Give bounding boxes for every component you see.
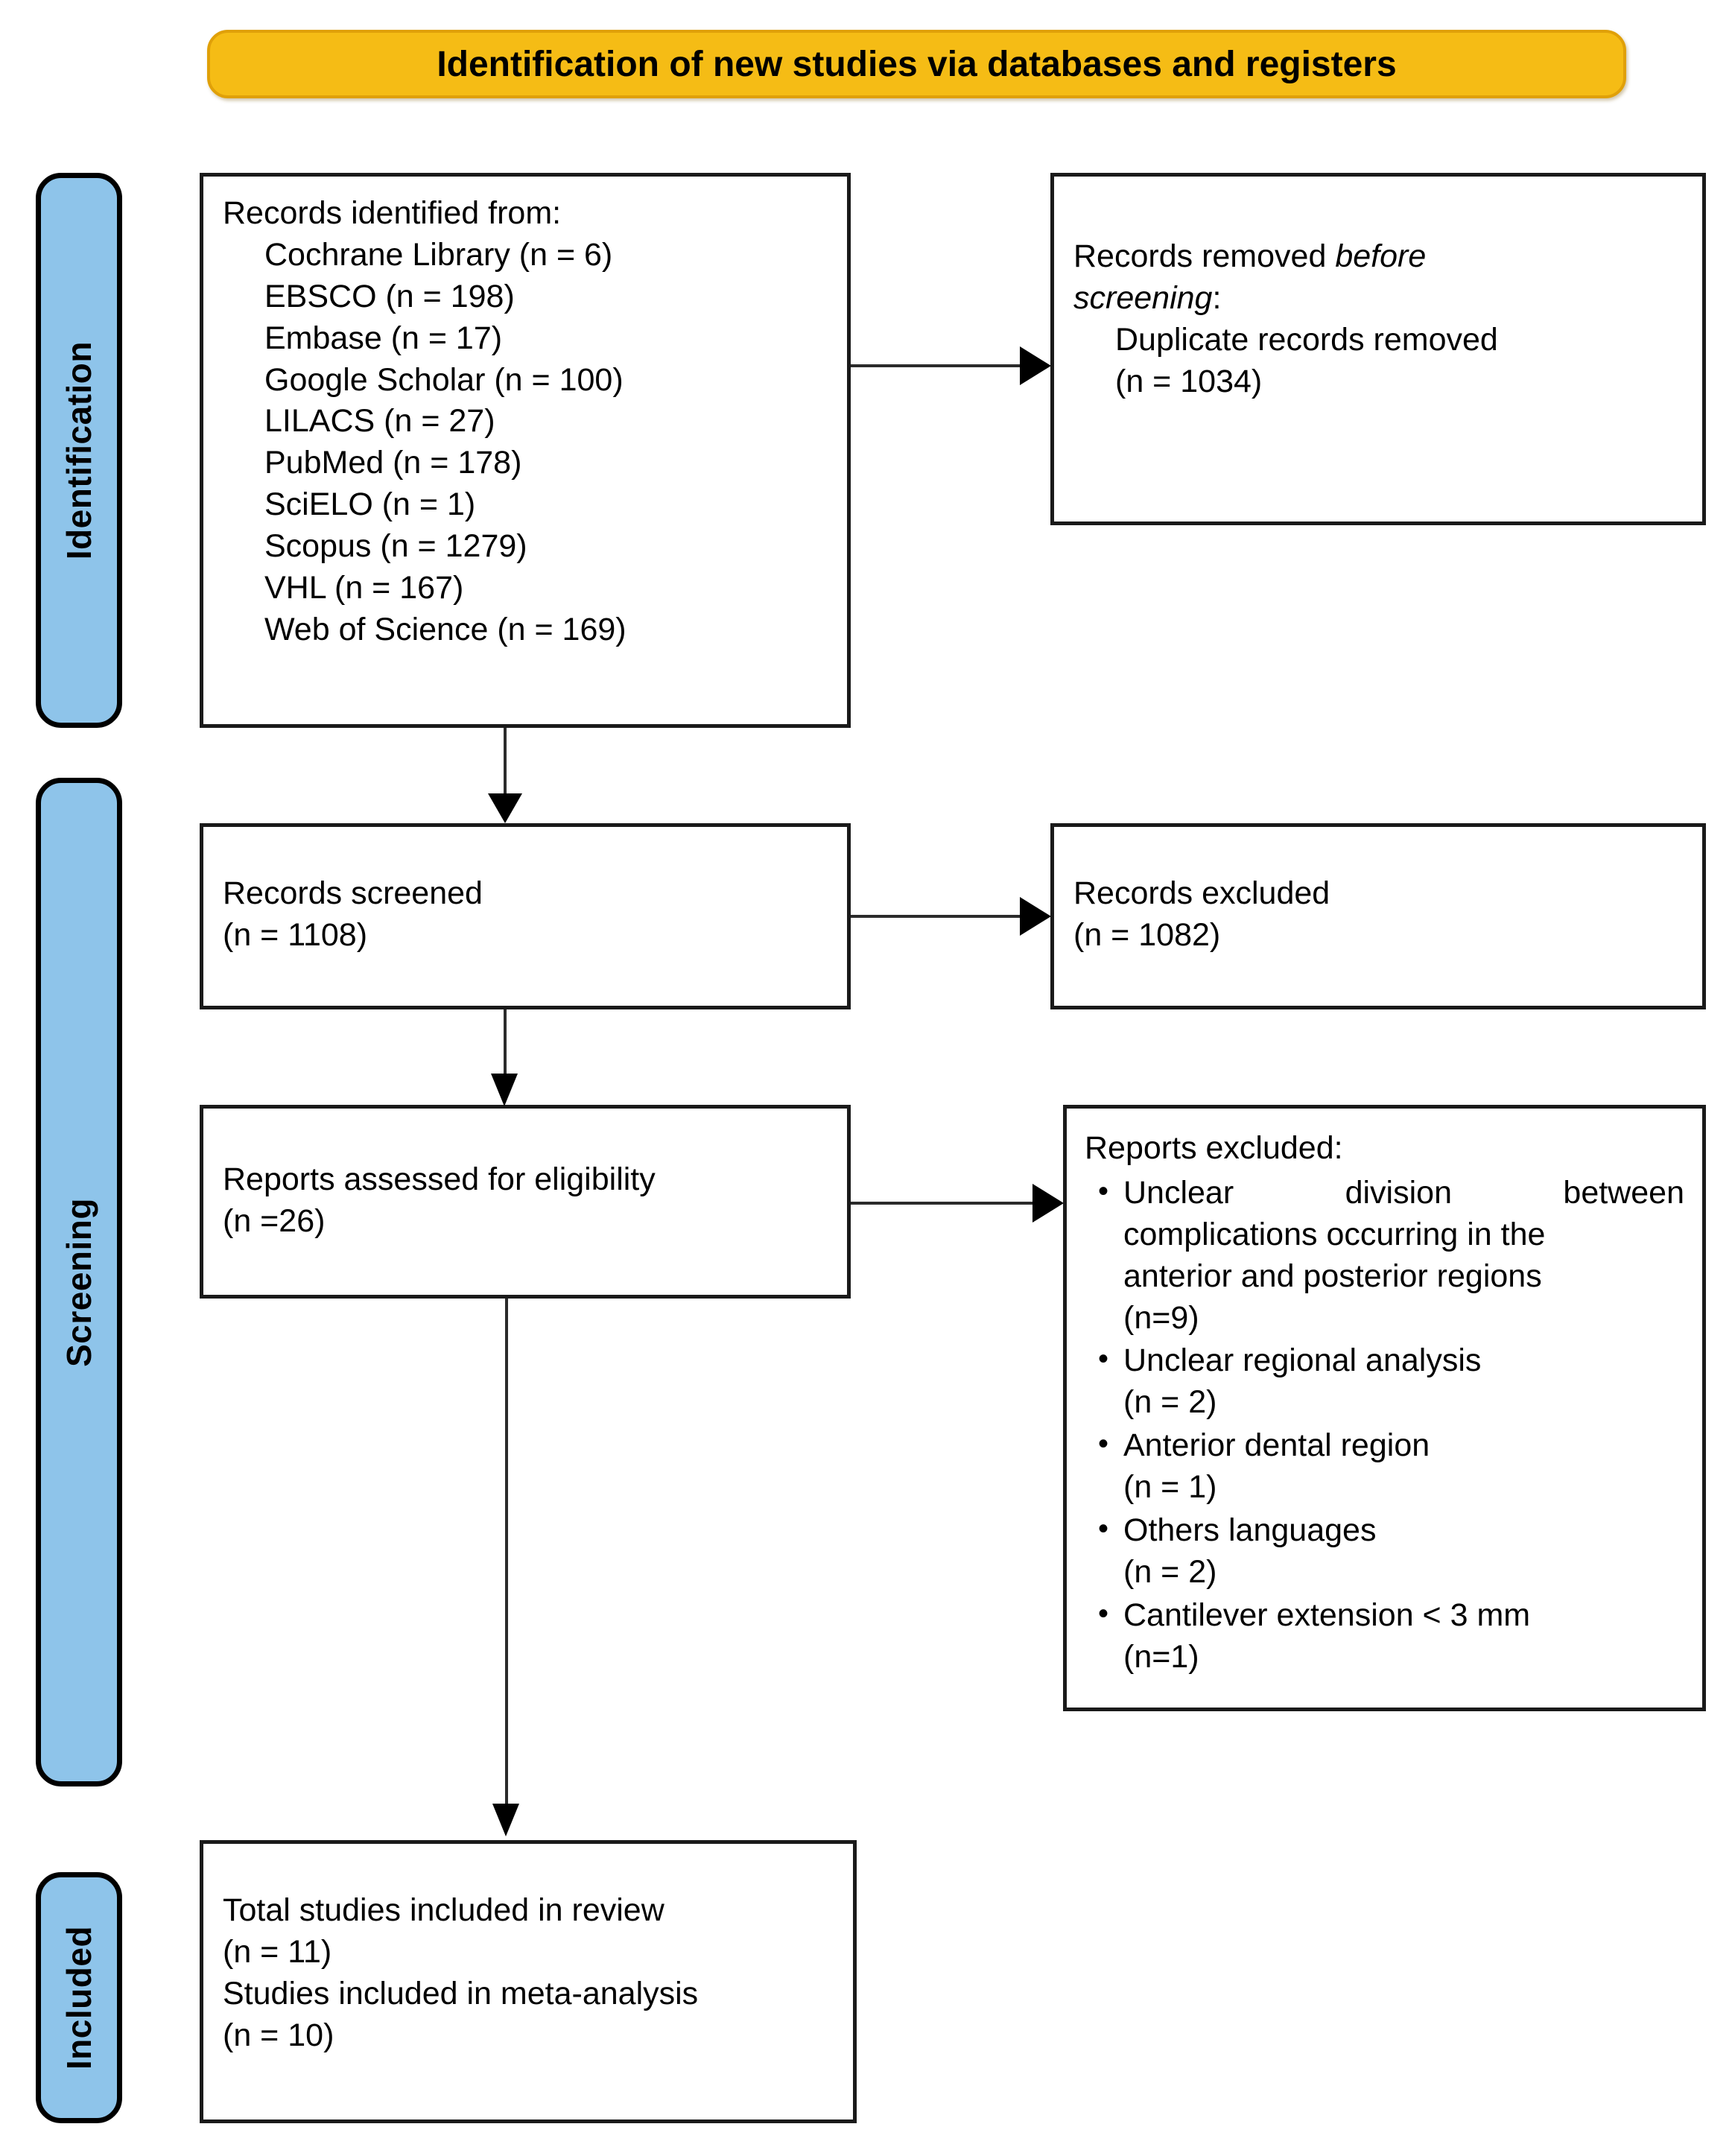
exclusion-reason-cantilever-extension: Cantilever extension < 3 mm (n=1): [1098, 1594, 1684, 1678]
duplicate-records-label: Duplicate records removed: [1115, 321, 1498, 358]
source-scopus: Scopus (n = 1279): [264, 528, 527, 565]
source-ebsco: EBSCO (n = 198): [264, 278, 515, 314]
phase-screening-label: Screening: [60, 1197, 98, 1367]
source-embase: Embase (n = 17): [264, 320, 503, 356]
banner-title: Identification of new studies via databa…: [437, 44, 1397, 84]
connector-screened-to-excluded: [851, 915, 1020, 918]
source-google-scholar: Google Scholar (n = 100): [264, 361, 624, 398]
exclusion-reason-1-line1: Unclear division between: [1123, 1174, 1684, 1211]
arrow-screened-to-assessed: [491, 1074, 518, 1106]
arrow-identified-to-removed: [1020, 346, 1051, 385]
total-included-label: Total studies included in review: [223, 1892, 664, 1928]
source-cochrane: Cochrane Library (n = 6): [264, 236, 613, 273]
box-records-excluded: Records excluded (n = 1082): [1050, 823, 1706, 1009]
exclusion-reason-4-count: (n = 2): [1123, 1553, 1217, 1590]
exclusion-reason-4-text: Others languages: [1123, 1512, 1377, 1549]
phase-identification: Identification: [36, 173, 122, 728]
reports-assessed-label: Reports assessed for eligibility: [223, 1161, 656, 1197]
exclusion-reason-2-count: (n = 2): [1123, 1384, 1217, 1421]
box-reports-assessed: Reports assessed for eligibility (n =26): [200, 1105, 851, 1299]
connector-assessed-to-reports-excluded: [851, 1202, 1032, 1205]
records-screened-count: (n = 1108): [223, 916, 368, 953]
exclusion-reason-5-text: Cantilever extension < 3 mm: [1123, 1597, 1531, 1633]
exclusion-reason-anterior-dental-region: Anterior dental region (n = 1): [1098, 1424, 1684, 1509]
box-total-included: Total studies included in review (n = 11…: [200, 1840, 857, 2123]
exclusion-reason-2-text: Unclear regional analysis: [1123, 1342, 1482, 1379]
phase-identification-label: Identification: [60, 340, 98, 560]
duplicate-records-count: (n = 1034): [1115, 363, 1263, 399]
source-pubmed: PubMed (n = 178): [264, 445, 522, 481]
source-vhl: VHL (n = 167): [264, 570, 464, 606]
connector-assessed-to-included: [505, 1299, 508, 1805]
connector-identified-to-removed: [851, 364, 1020, 367]
source-lilacs: LILACS (n = 27): [264, 403, 495, 440]
identification-banner: Identification of new studies via databa…: [207, 30, 1626, 98]
records-removed-heading: Records removed before screening:: [1073, 236, 1683, 320]
box-records-screened: Records screened (n = 1108): [200, 823, 851, 1009]
exclusion-reason-1-line3: anterior and posterior regions: [1123, 1258, 1542, 1294]
records-screened-label: Records screened: [223, 875, 483, 911]
exclusion-reason-unclear-regional-analysis: Unclear regional analysis (n = 2): [1098, 1339, 1684, 1424]
exclusion-reason-5-count: (n=1): [1123, 1638, 1199, 1675]
exclusion-reason-unclear-division: Unclear division between complications o…: [1098, 1172, 1684, 1339]
phase-included-label: Included: [60, 1925, 98, 2070]
records-removed-heading-em1: before: [1335, 238, 1427, 274]
records-identified-heading: Records identified from:: [223, 195, 562, 231]
arrow-screened-to-excluded: [1020, 897, 1051, 936]
records-removed-heading-pre: Records removed: [1073, 238, 1336, 274]
source-scielo: SciELO (n = 1): [264, 486, 476, 523]
phase-included: Included: [36, 1872, 122, 2123]
records-removed-heading-em2: screening: [1073, 279, 1213, 316]
exclusion-reason-3-count: (n = 1): [1123, 1469, 1217, 1506]
connector-screened-to-assessed: [504, 1009, 507, 1075]
total-included-count: (n = 11): [223, 1933, 332, 1970]
arrow-assessed-to-reports-excluded: [1032, 1184, 1064, 1223]
records-excluded-label: Records excluded: [1073, 875, 1330, 911]
box-reports-excluded: Reports excluded: Unclear division betwe…: [1063, 1105, 1706, 1711]
records-removed-heading-post: :: [1212, 279, 1222, 316]
phase-screening: Screening: [36, 778, 122, 1786]
box-records-identified: Records identified from: Cochrane Librar…: [200, 173, 851, 728]
exclusion-reason-3-text: Anterior dental region: [1123, 1427, 1430, 1464]
records-excluded-count: (n = 1082): [1073, 916, 1221, 953]
exclusion-reason-1-count: (n=9): [1123, 1299, 1199, 1336]
box-records-removed: Records removed before screening: Duplic…: [1050, 173, 1706, 525]
meta-analysis-label: Studies included in meta-analysis: [223, 1975, 699, 2011]
exclusion-reason-1-line2: complications occurring in the: [1123, 1216, 1546, 1252]
arrow-identified-to-screened: [488, 793, 522, 823]
reports-assessed-count: (n =26): [223, 1202, 326, 1239]
reports-excluded-list: Unclear division between complications o…: [1085, 1172, 1684, 1678]
exclusion-reason-others-languages: Others languages (n = 2): [1098, 1509, 1684, 1594]
connector-identified-to-screened: [504, 728, 507, 795]
source-web-of-science: Web of Science (n = 169): [264, 611, 626, 647]
arrow-assessed-to-included: [492, 1804, 519, 1836]
reports-excluded-heading: Reports excluded:: [1085, 1130, 1343, 1166]
meta-analysis-count: (n = 10): [223, 2017, 334, 2053]
